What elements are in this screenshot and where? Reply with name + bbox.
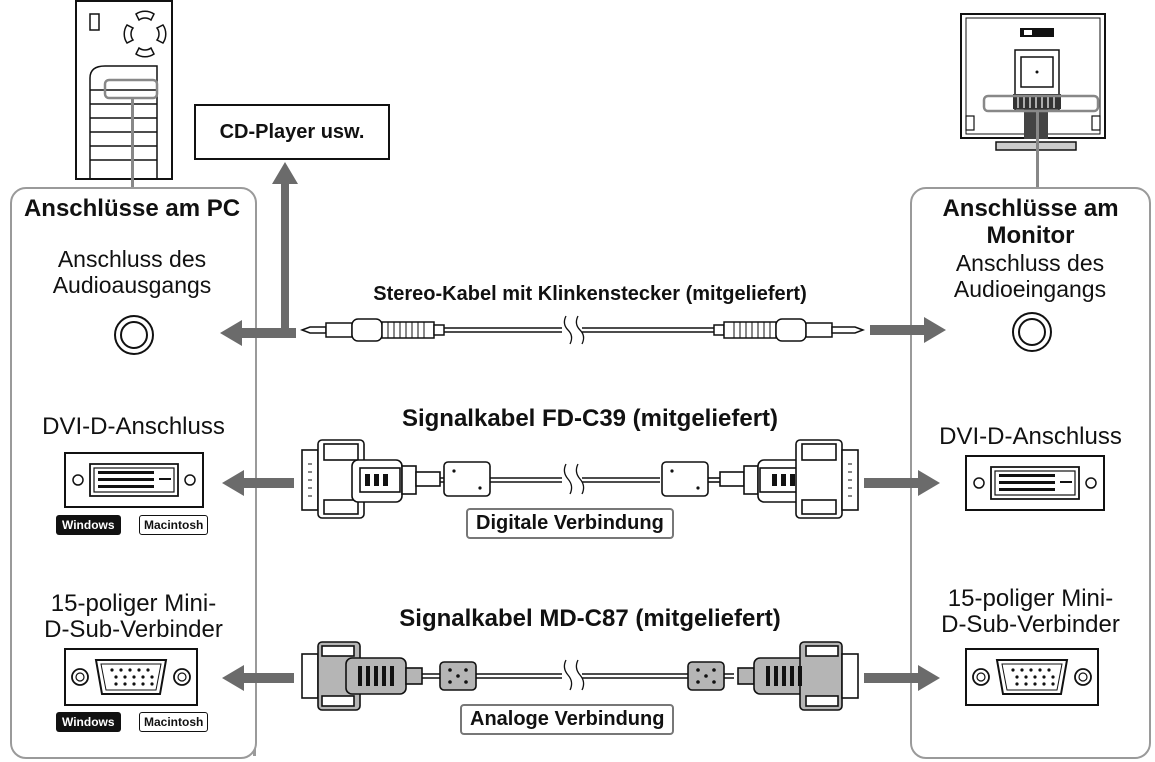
arrow-dvi-right (864, 470, 940, 496)
pc-dsub-macintosh-badge: Macintosh (139, 712, 209, 732)
pc-tower-illustration (75, 0, 173, 180)
monitor-audio-label: Anschluss des Audioeingangs (953, 250, 1107, 302)
monitor-dvi-label: DVI-D-Anschluss (939, 423, 1122, 450)
monitor-illustration (960, 13, 1106, 151)
pc-dsub-windows-badge: Windows (56, 712, 121, 732)
arrow-dsub-left (222, 665, 294, 691)
dvi-cable-illustration (301, 439, 859, 519)
monitor-pointer-line (1036, 110, 1039, 188)
analog-connection-label: Analoge Verbindung (460, 704, 675, 735)
digital-connection-label: Digitale Verbindung (466, 508, 674, 539)
pc-dvi-label: DVI-D-Anschluss (42, 413, 225, 440)
arrow-audio-right (870, 317, 946, 343)
analog-cable-illustration (301, 641, 859, 711)
cd-player-label: CD-Player usw. (219, 120, 365, 143)
analog-cable-title: Signalkabel MD-C87 (mitgeliefert) (399, 605, 781, 632)
arrow-audio-left (220, 320, 296, 346)
cd-player-arrow (272, 162, 298, 336)
monitor-panel-title-1: Anschlüsse am (942, 195, 1119, 222)
monitor-dsub-label-2: D-Sub-Verbinder (941, 611, 1120, 638)
monitor-panel-title-2: Monitor (986, 222, 1075, 249)
pc-audio-jack-icon (114, 315, 154, 355)
pc-pointer-line (131, 98, 134, 188)
pc-dsub-label-1: 15-poliger Mini- (50, 590, 217, 617)
pc-dvi-windows-badge: Windows (56, 515, 121, 535)
pc-dvi-port-icon (64, 452, 204, 508)
monitor-audio-jack-icon (1012, 312, 1052, 352)
stereo-cable-illustration (300, 315, 865, 345)
pc-dvi-macintosh-badge: Macintosh (139, 515, 209, 535)
pc-audio-label: Anschluss des Audioausgangs (52, 246, 212, 298)
stereo-cable-title: Stereo-Kabel mit Klinkenstecker (mitgeli… (373, 283, 807, 305)
arrow-dsub-right (864, 665, 940, 691)
dvi-cable-title: Signalkabel FD-C39 (mitgeliefert) (401, 405, 779, 432)
pc-panel-title: Anschlüsse am PC (23, 195, 241, 222)
arrow-dvi-left (222, 470, 294, 496)
pc-dsub-label-2: D-Sub-Verbinder (44, 616, 223, 643)
monitor-dsub-label-1: 15-poliger Mini- (947, 585, 1114, 612)
monitor-dvi-port-icon (965, 455, 1105, 511)
pc-dsub-port-icon (64, 648, 198, 706)
monitor-dsub-port-icon (965, 648, 1099, 706)
cd-player-box: CD-Player usw. (194, 104, 390, 160)
